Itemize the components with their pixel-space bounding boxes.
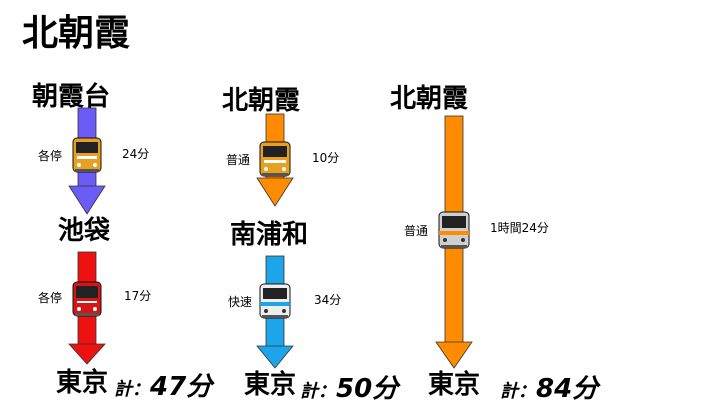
- route2-seg2-service: 快速: [228, 295, 253, 309]
- route1-transfer-station: 池袋: [58, 216, 111, 246]
- route1-start-station: 朝霞台: [32, 82, 111, 112]
- route2-start-station: 北朝霞: [222, 86, 301, 116]
- total-prefix: 計：: [500, 381, 536, 402]
- page-title: 北朝霞: [22, 13, 131, 54]
- route3-total: 計：84分: [500, 376, 598, 402]
- route3-seg1-arrowhead: [435, 341, 473, 369]
- route1-seg2-service: 各停: [38, 291, 63, 305]
- route1-seg2-time: 17分: [124, 289, 152, 303]
- route1-end-station: 東京: [56, 368, 109, 398]
- train-icon: [72, 281, 102, 317]
- train-icon: [259, 141, 291, 177]
- total-value: 47分: [150, 372, 213, 402]
- route2-transfer-station: 南浦和: [230, 220, 309, 250]
- route3-end-station: 東京: [428, 370, 481, 400]
- route2-seg1-time: 10分: [312, 151, 340, 165]
- route3-seg1-service: 普通: [404, 224, 429, 238]
- total-prefix: 計：: [300, 381, 336, 402]
- train-icon: [72, 137, 102, 173]
- total-value: 50分: [336, 374, 399, 404]
- route1-seg1-arrowhead: [68, 185, 106, 215]
- route1-seg2-arrowhead: [68, 343, 106, 365]
- route1-seg1-service: 各停: [38, 149, 63, 163]
- total-value: 84分: [536, 374, 599, 404]
- train-icon: [259, 283, 291, 319]
- train-icon: [438, 211, 470, 249]
- total-prefix: 計：: [114, 379, 150, 400]
- route3-start-station: 北朝霞: [390, 84, 469, 114]
- route2-end-station: 東京: [244, 370, 297, 400]
- route2-seg2-time: 34分: [314, 293, 342, 307]
- route2-seg1-arrowhead: [256, 177, 294, 207]
- route2-total: 計：50分: [300, 376, 398, 402]
- route2-seg2-arrowhead: [256, 345, 294, 369]
- route1-total: 計：47分: [114, 374, 212, 400]
- route1-seg1-time: 24分: [122, 147, 150, 161]
- route3-seg1-time: 1時間24分: [490, 221, 549, 235]
- route2-seg1-service: 普通: [226, 153, 251, 167]
